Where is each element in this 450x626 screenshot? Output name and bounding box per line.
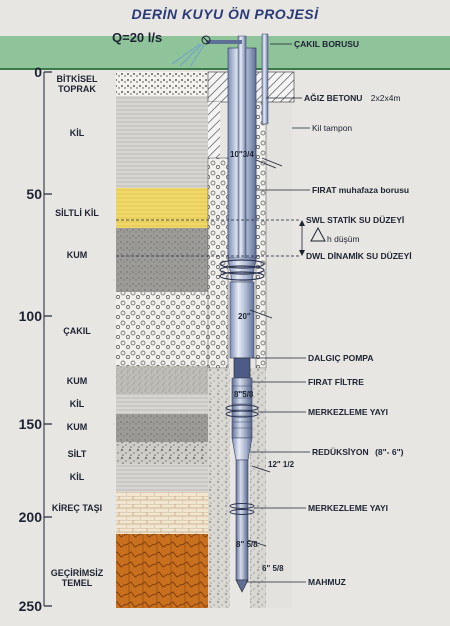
layer-label-clay-2: KİL <box>69 399 85 409</box>
layer-label-basement: GEÇİRİMSİZ TEMEL <box>50 568 104 588</box>
dim-label-1: 10"3/4 <box>230 150 254 159</box>
centralizer-lower <box>229 503 255 515</box>
depth-label-250: 250 <box>18 598 42 614</box>
label-mouth-concrete-text: AĞIZ BETONU <box>304 93 363 103</box>
dim-label-4: 12" 1/2 <box>268 460 295 469</box>
label-reducer-text: REDÜKSİYON <box>312 447 369 457</box>
layer-label-clay-3: KİL <box>69 472 85 482</box>
gravel-pack-right <box>255 101 267 369</box>
gravel-pipe <box>261 33 269 125</box>
centralizer-upper <box>219 259 265 281</box>
leader-lines <box>246 43 310 583</box>
submersible-pump <box>233 357 251 379</box>
layer-label-sand: KUM <box>66 250 88 260</box>
layer-label-topsoil: BİTKİSEL TOPRAK <box>56 74 98 94</box>
label-swl: SWL STATİK SU DÜZEYİ <box>306 215 405 225</box>
label-drawdown: h düşüm <box>327 234 360 244</box>
flow-rate-label: Q=20 l/s <box>112 30 163 45</box>
layer-label-limestone: KİREÇ TAŞI <box>51 503 103 513</box>
layer-label-sand-2: KUM <box>66 376 88 386</box>
delta-icon <box>310 226 326 242</box>
layer-label-silt: SİLT <box>67 449 87 459</box>
water-spray <box>171 43 205 68</box>
dim-label-3: 8"5/8 <box>234 390 254 399</box>
soil-column-right <box>262 72 292 608</box>
middle-casing <box>229 281 255 359</box>
label-shoe: MAHMUZ <box>308 577 346 587</box>
depth-ticks <box>44 71 52 607</box>
label-dwl: DWL DİNAMİK SU DÜZEYİ <box>306 251 412 261</box>
reducer <box>231 437 253 461</box>
depth-label-50: 50 <box>26 186 42 202</box>
label-mouth-concrete: AĞIZ BETONU 2x2x4m <box>304 93 401 103</box>
label-casing: FIRAT muhafaza borusu <box>312 185 410 195</box>
gravel-pack-left <box>207 157 229 369</box>
screen-slots <box>232 385 252 429</box>
diagram-title: DERİN KUYU ÖN PROJESİ <box>131 6 319 22</box>
filter-screen <box>231 377 253 439</box>
depth-label-0: 0 <box>34 64 42 80</box>
soil-column <box>116 72 208 608</box>
shoe <box>235 579 249 593</box>
casing-transition <box>227 257 257 283</box>
clay-plug <box>208 102 220 158</box>
label-clay-plug: Kil tampon <box>312 123 353 133</box>
layer-label-gravel: ÇAKIL <box>63 326 91 336</box>
dim-label-6: 6" 5/8 <box>262 564 284 573</box>
label-reducer-dim: (8"- 6") <box>375 447 404 457</box>
label-centralizer-1: MERKEZLEME YAYI <box>308 407 388 417</box>
layer-label-silty-clay: SİLTLİ KİL <box>55 208 99 218</box>
layer-label-sand-3: KUM <box>66 422 88 432</box>
label-reducer: REDÜKSİYON (8"- 6") <box>312 447 403 457</box>
depth-label-200: 200 <box>18 509 42 525</box>
label-gravel-pipe: ÇAKIL BORUSU <box>294 39 360 49</box>
depth-label-100: 100 <box>18 308 42 324</box>
valve-icon <box>201 35 211 45</box>
label-centralizer-2: MERKEZLEME YAYI <box>308 503 388 513</box>
label-filter: FIRAT FİLTRE <box>308 377 364 387</box>
centralizer-middle <box>225 404 259 418</box>
label-pump: DALGIÇ POMPA <box>308 353 374 363</box>
dim-label-5: 8" 5/8 <box>236 540 258 549</box>
depth-label-150: 150 <box>18 416 42 432</box>
label-mouth-concrete-dim: 2x2x4m <box>370 93 401 103</box>
lower-pipe <box>235 459 249 581</box>
layer-label-clay: KİL <box>69 128 85 138</box>
discharge-pipe <box>206 40 242 44</box>
dim-label-2: 20" <box>238 312 251 321</box>
